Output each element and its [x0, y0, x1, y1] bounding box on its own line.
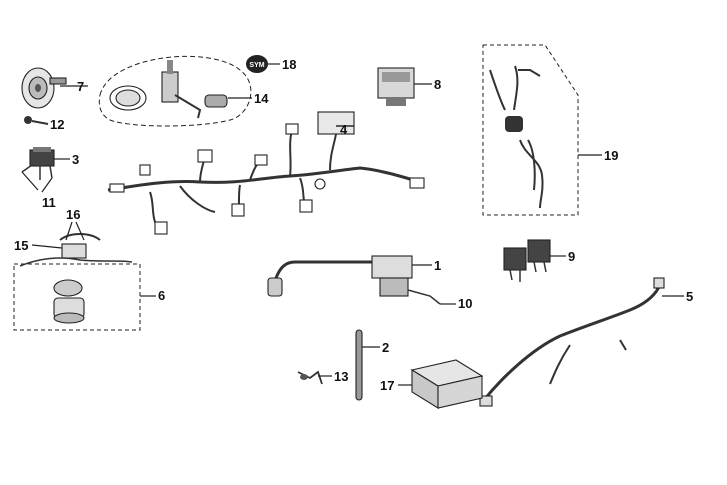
callout-4: 4	[340, 122, 348, 137]
battery-part	[410, 359, 484, 409]
callout-9: 9	[568, 249, 575, 264]
callout-6: 6	[158, 288, 165, 303]
ignition-wire-set-part	[482, 44, 579, 216]
callout-17: 17	[380, 378, 394, 393]
callout-16: 16	[66, 207, 80, 222]
callout-13: 13	[334, 369, 348, 384]
callout-10: 10	[458, 296, 472, 311]
callout-3: 3	[72, 152, 79, 167]
wiring-harness-part	[107, 111, 425, 235]
bolt-part	[24, 116, 49, 125]
fuel-pump-part	[13, 233, 141, 331]
callout-12: 12	[50, 117, 64, 132]
callout-18: 18	[282, 57, 296, 72]
relays-part	[503, 239, 551, 282]
sym-logo-part: SYM	[246, 55, 268, 73]
fuse-connector-part	[297, 370, 323, 385]
callout-14: 14	[254, 91, 269, 106]
callout-11: 11	[42, 195, 56, 210]
callout-7: 7	[77, 79, 84, 94]
sym-logo-text: SYM	[249, 62, 264, 69]
relay-part	[21, 147, 55, 180]
fuel-sensor-part	[98, 55, 252, 127]
callout-2: 2	[382, 340, 389, 355]
callout-8: 8	[434, 77, 441, 92]
callout-19: 19	[604, 148, 618, 163]
callout-5: 5	[686, 289, 693, 304]
ignition-coil-part	[267, 255, 441, 305]
callout-1: 1	[434, 258, 441, 273]
battery-cable-part	[479, 277, 665, 407]
battery-strap-part	[355, 329, 363, 401]
callout-15: 15	[14, 238, 28, 253]
horn-part	[21, 67, 67, 109]
regulator-part	[377, 67, 415, 106]
